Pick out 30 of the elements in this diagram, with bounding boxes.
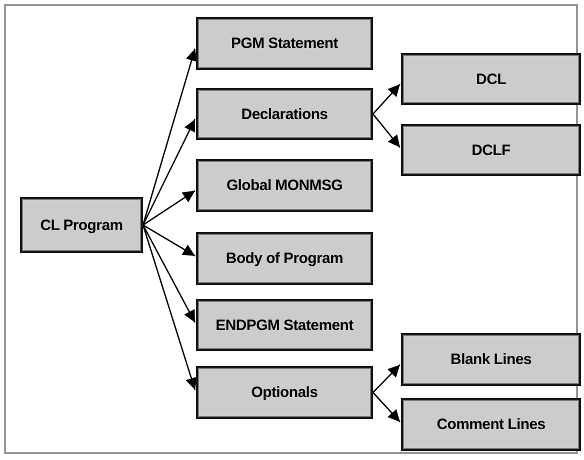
- box-label: DCL: [476, 70, 506, 88]
- process-box: [196, 232, 373, 285]
- process-box: [401, 53, 581, 105]
- box-label: CL Program: [40, 216, 123, 234]
- box-label: Body of Program: [226, 250, 344, 267]
- arrow: [372, 392, 401, 422]
- arrow: [142, 118, 196, 226]
- arrow: [142, 224, 196, 256]
- arrow: [142, 224, 196, 323]
- box-label: Blank Lines: [450, 351, 532, 368]
- box-label: Optionals: [251, 384, 318, 401]
- arrow: [372, 84, 401, 114]
- process-box: [196, 88, 373, 140]
- box-label: ENDPGM Statement: [216, 316, 354, 334]
- arrow: [372, 364, 400, 393]
- box-label: PGM Statement: [231, 35, 338, 52]
- process-box: [401, 333, 581, 386]
- arrow: [142, 190, 196, 226]
- process-box: [20, 197, 143, 253]
- arrow: [372, 114, 401, 148]
- process-box: [401, 398, 581, 451]
- box-label: Comment Lines: [436, 416, 546, 433]
- box-label: Declarations: [241, 106, 328, 122]
- process-box: [196, 366, 373, 419]
- process-box: [196, 159, 373, 212]
- process-box: [196, 17, 373, 70]
- process-box: [401, 124, 581, 176]
- box-label: DCLF: [472, 142, 510, 158]
- box-label: Global MONMSG: [226, 177, 343, 194]
- process-box: [196, 299, 373, 351]
